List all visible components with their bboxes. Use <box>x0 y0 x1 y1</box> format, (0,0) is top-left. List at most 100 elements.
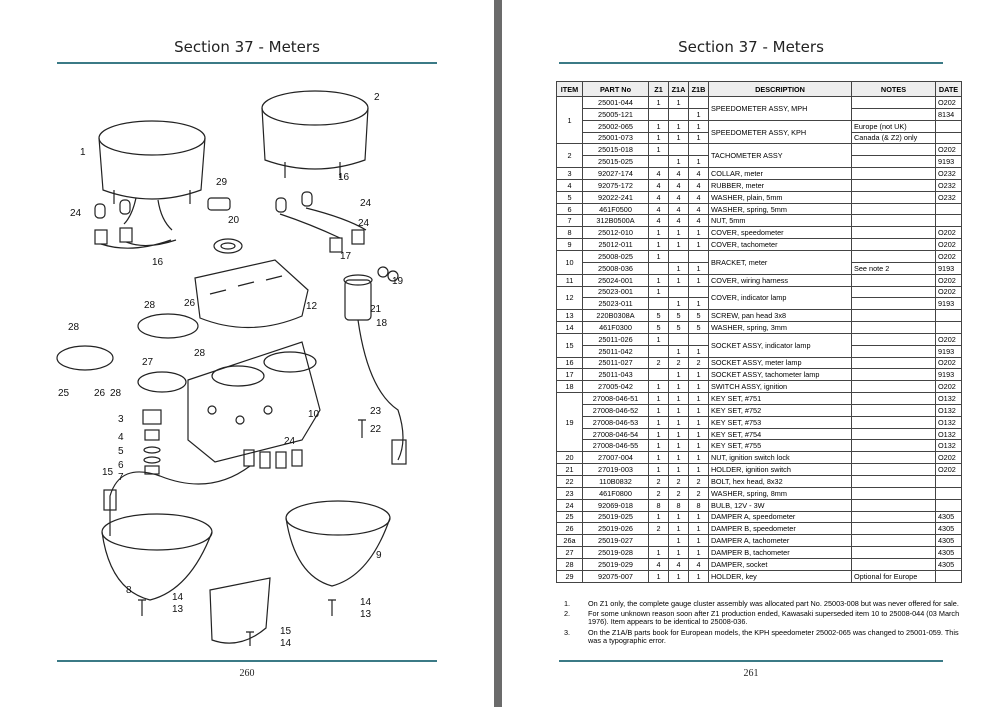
cell-part: 25012-011 <box>582 238 649 251</box>
cell-z1a: 8 <box>668 498 689 512</box>
cell-part: 92075-007 <box>582 569 649 583</box>
cell-z1a: 4 <box>668 178 689 192</box>
cell-notes <box>851 297 936 311</box>
callout-label: 7 <box>118 472 124 483</box>
left-page: Section 37 - Meters <box>0 0 494 707</box>
cell-z1: 1 <box>648 427 669 441</box>
cell-z1a: 2 <box>668 356 689 370</box>
cell-notes <box>851 451 936 465</box>
cell-notes <box>851 522 936 536</box>
cell-z1b: 2 <box>688 475 709 488</box>
cell-z1a: 1 <box>668 415 689 429</box>
cell-date: 4305 <box>935 534 962 548</box>
cell-z1: 1 <box>648 463 669 476</box>
cell-date: O202 <box>935 238 962 251</box>
cell-desc: DAMPER B, tachometer <box>708 546 852 559</box>
cell-z1b: 1 <box>688 155 709 169</box>
callout-label: 24 <box>360 198 372 209</box>
cell-item: 5 <box>556 190 583 204</box>
cell-z1: 4 <box>648 178 669 192</box>
cell-z1a: 1 <box>668 546 689 559</box>
cell-date: O232 <box>935 167 962 180</box>
callout-label: 26 <box>94 388 106 399</box>
footnote: 3.On the Z1A/B parts book for European m… <box>564 628 964 645</box>
callout-label: 9 <box>376 550 382 561</box>
cell-desc: COVER, tachometer <box>708 238 852 251</box>
cell-desc: KEY SET, #752 <box>708 403 852 417</box>
cell-z1a: 1 <box>668 119 689 133</box>
cell-part: 25019-025 <box>582 510 649 524</box>
cell-part: 25011-026 <box>582 332 649 346</box>
cell-z1: 1 <box>648 273 669 287</box>
cell-item: 23 <box>556 486 583 500</box>
cell-item: 9 <box>556 238 583 251</box>
cell-z1a: 1 <box>668 439 689 453</box>
cell-part: 27008-046-51 <box>582 392 649 405</box>
cell-date: 8134 <box>935 107 962 121</box>
left-title-rule <box>57 62 437 64</box>
cell-z1b: 1 <box>688 463 709 476</box>
cell-date <box>935 498 962 512</box>
callout-label: 24 <box>284 436 296 447</box>
cell-item: 22 <box>556 475 583 488</box>
cell-z1b: 1 <box>688 261 709 275</box>
cell-z1a: 1 <box>668 261 689 275</box>
cell-notes <box>851 403 936 417</box>
cell-notes <box>851 534 936 548</box>
cell-date: 4305 <box>935 522 962 536</box>
cell-desc: NUT, ignition switch lock <box>708 451 852 465</box>
callout-label: 22 <box>370 424 382 435</box>
right-section-title: Section 37 - Meters <box>678 38 824 56</box>
column-header: ITEM <box>556 81 583 97</box>
cell-date <box>935 309 962 323</box>
cell-z1 <box>648 155 669 169</box>
column-header: Z1B <box>688 81 709 97</box>
cell-item: 20 <box>556 451 583 465</box>
cell-part: 220B0308A <box>582 309 649 323</box>
cell-desc: SOCKET ASSY, tachometer lamp <box>708 368 852 382</box>
meter-bracket-drawing <box>187 341 321 463</box>
footnote-text: For some unknown reason soon after Z1 pr… <box>588 609 960 627</box>
cell-part: 25015-025 <box>582 155 649 169</box>
cell-notes <box>851 143 936 157</box>
cell-date: 4305 <box>935 557 962 571</box>
cell-desc: KEY SET, #755 <box>708 439 852 453</box>
cell-z1a: 1 <box>668 344 689 358</box>
cell-z1b: 4 <box>688 557 709 571</box>
callout-label: 14 <box>280 638 292 649</box>
cell-notes: Canada (& Z2) only <box>851 131 936 145</box>
cell-part: 461F0800 <box>582 486 649 500</box>
cell-notes <box>851 332 936 346</box>
cell-item: 25 <box>556 510 583 524</box>
cell-part: 25011-027 <box>582 356 649 370</box>
cell-desc: DAMPER B, speedometer <box>708 522 852 536</box>
cell-z1b: 5 <box>688 309 709 323</box>
callout-label: 24 <box>358 218 370 229</box>
cell-z1b: 1 <box>688 403 709 417</box>
cell-z1: 4 <box>648 190 669 204</box>
cell-z1: 1 <box>648 249 669 263</box>
cell-z1: 4 <box>648 202 669 216</box>
cell-z1a: 1 <box>668 569 689 583</box>
key-holder-drawing <box>207 197 243 254</box>
footnote: 2. For some unknown reason soon after Z1 … <box>564 609 964 627</box>
footnote-number: 2. <box>564 609 571 619</box>
cell-desc: WASHER, spring, 5mm <box>708 202 852 216</box>
cell-notes <box>851 178 936 192</box>
cell-z1 <box>648 368 669 382</box>
cell-desc: HOLDER, ignition switch <box>708 463 852 476</box>
cell-z1a: 1 <box>668 403 689 417</box>
callout-label: 26 <box>184 298 196 309</box>
cell-date: O132 <box>935 392 962 405</box>
footnote-number: 1. <box>564 599 571 608</box>
callout-label: 3 <box>118 414 124 425</box>
